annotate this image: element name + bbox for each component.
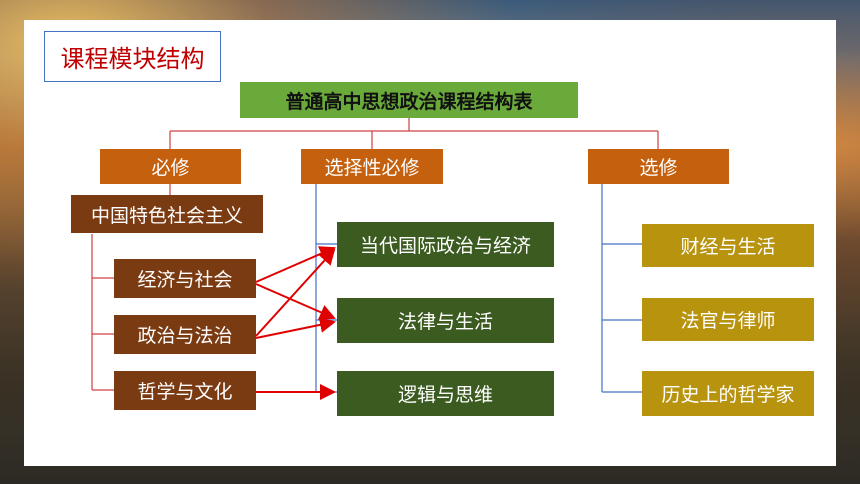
module-philosophy-culture: 哲学与文化 (114, 371, 256, 410)
module-law-life: 法律与生活 (337, 298, 554, 343)
category-required: 必修 (100, 149, 241, 184)
category-elective: 选修 (588, 149, 729, 184)
module-socialism: 中国特色社会主义 (71, 195, 263, 233)
module-finance-life: 财经与生活 (642, 224, 814, 267)
module-logic-thinking: 逻辑与思维 (337, 371, 554, 416)
arrow-economy-to-international (255, 246, 336, 283)
module-historical-philosophers: 历史上的哲学家 (642, 371, 814, 416)
module-politics-law: 政治与法治 (114, 315, 256, 354)
arrow-economy-to-law (255, 283, 336, 320)
relation-arrows (255, 246, 336, 400)
module-economy-society: 经济与社会 (114, 259, 256, 298)
module-international-politics-economy: 当代国际政治与经济 (337, 222, 554, 267)
module-judges-lawyers: 法官与律师 (642, 298, 814, 341)
category-elective-required: 选择性必修 (301, 149, 443, 184)
hierarchy-connectors (91, 118, 659, 391)
diagram-title: 普通高中思想政治课程结构表 (240, 82, 578, 118)
slide-title: 课程模块结构 (44, 31, 221, 82)
elective-connectors (315, 184, 642, 393)
arrow-politics-to-international (255, 248, 336, 337)
arrow-politics-to-law (255, 316, 336, 339)
